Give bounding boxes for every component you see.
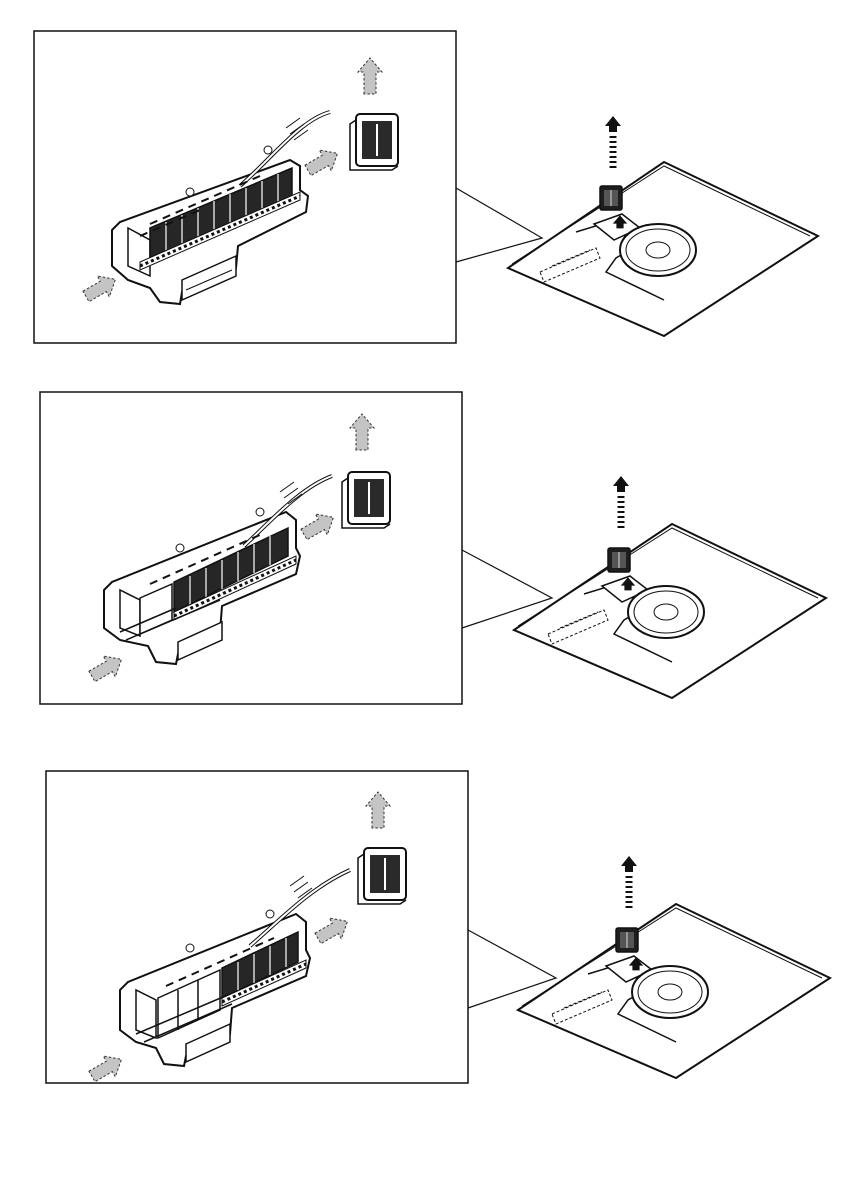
figure-2 <box>40 392 826 704</box>
up-arrow-icon <box>605 116 621 170</box>
detail-frame <box>46 771 468 1083</box>
airflow-arrow-icon <box>86 1049 127 1087</box>
airflow-arrow-icon <box>302 143 343 181</box>
figure-3 <box>46 771 830 1087</box>
exhaust-arrow-icon <box>350 414 374 450</box>
airflow-arrow-icon <box>298 507 339 545</box>
filter-housing <box>120 870 350 1066</box>
fan-icon <box>632 966 708 1018</box>
callout-lines <box>456 188 542 262</box>
filter-housing <box>112 112 330 304</box>
filter-block-icon <box>358 848 406 904</box>
airflow-arrow-icon <box>86 649 127 687</box>
up-arrow-icon <box>613 476 629 530</box>
airflow-arrow-icon <box>80 269 121 307</box>
filter-block-icon <box>350 114 398 170</box>
up-arrow-icon <box>621 856 637 910</box>
filter-housing <box>104 476 332 664</box>
fan-icon <box>620 224 696 276</box>
filter-block-icon <box>616 928 638 952</box>
exhaust-arrow-icon <box>366 792 390 828</box>
filter-block-icon <box>342 472 390 528</box>
fan-icon <box>628 586 704 638</box>
filter-block-icon <box>600 186 622 210</box>
airflow-arrow-icon <box>312 911 353 949</box>
exhaust-arrow-icon <box>358 58 382 94</box>
filter-block-icon <box>608 548 630 572</box>
figure-1 <box>34 31 818 343</box>
